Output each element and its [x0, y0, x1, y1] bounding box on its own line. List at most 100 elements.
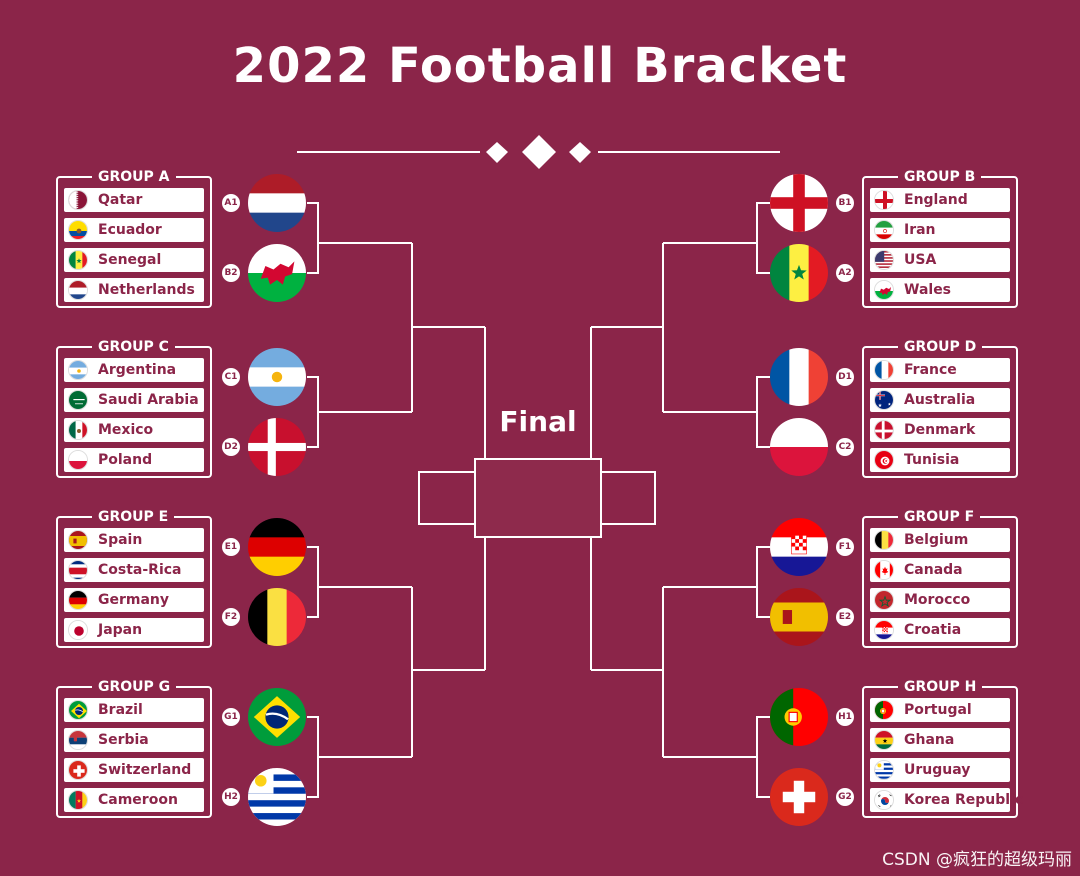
spain-flag-icon — [68, 530, 88, 550]
team-row: Uruguay — [870, 758, 1010, 782]
seed-badge: H2 — [222, 788, 240, 806]
team-name: Mexico — [98, 422, 154, 438]
team-name: Costa-Rica — [98, 562, 182, 578]
denmark-flag-icon — [248, 418, 306, 476]
team-row: Spain — [64, 528, 204, 552]
team-row: Senegal — [64, 248, 204, 272]
portugal-flag-icon — [874, 700, 894, 720]
qatar-flag-icon — [68, 190, 88, 210]
croatia-flag-icon — [770, 518, 828, 576]
team-row: Cameroon — [64, 788, 204, 812]
team-row: Serbia — [64, 728, 204, 752]
team-row: Argentina — [64, 358, 204, 382]
team-row: Korea Republic — [870, 788, 1023, 812]
brazil-flag-icon — [248, 688, 306, 746]
seed-badge: A1 — [222, 194, 240, 212]
team-name: France — [904, 362, 957, 378]
watermark: CSDN @疯狂的超级玛丽 — [882, 850, 1072, 870]
team-name: Ecuador — [98, 222, 162, 238]
group-label: GROUP C — [92, 338, 175, 356]
semifinal-right-box — [600, 471, 656, 525]
morocco-flag-icon — [874, 590, 894, 610]
australia-flag-icon — [874, 390, 894, 410]
wales-flag-icon — [874, 280, 894, 300]
team-row: Costa-Rica — [64, 558, 204, 582]
seed-badge: C1 — [222, 368, 240, 386]
seed-badge: G2 — [836, 788, 854, 806]
team-name: Ghana — [904, 732, 955, 748]
team-name: Brazil — [98, 702, 143, 718]
seed-badge: F1 — [836, 538, 854, 556]
team-name: Switzerland — [98, 762, 192, 778]
page-title: 2022 Football Bracket — [232, 38, 848, 94]
uruguay-flag-icon — [874, 760, 894, 780]
team-row: Qatar — [64, 188, 204, 212]
team-row: Poland — [64, 448, 204, 472]
saudi-arabia-flag-icon — [68, 390, 88, 410]
team-row: Japan — [64, 618, 204, 642]
usa-flag-icon — [874, 250, 894, 270]
team-name: Qatar — [98, 192, 143, 208]
group-label: GROUP G — [92, 678, 177, 696]
team-name: Croatia — [904, 622, 962, 638]
poland-flag-icon — [770, 418, 828, 476]
seed-badge: H1 — [836, 708, 854, 726]
team-name: Canada — [904, 562, 963, 578]
england-flag-icon — [770, 174, 828, 232]
team-row: USA — [870, 248, 1010, 272]
seed-badge: A2 — [836, 264, 854, 282]
team-row: Ecuador — [64, 218, 204, 242]
argentina-flag-icon — [248, 348, 306, 406]
poland-flag-icon — [68, 450, 88, 470]
team-name: Wales — [904, 282, 952, 298]
korea-republic-flag-icon — [874, 790, 894, 810]
team-row: France — [870, 358, 1010, 382]
france-flag-icon — [770, 348, 828, 406]
ecuador-flag-icon — [68, 220, 88, 240]
team-name: Spain — [98, 532, 143, 548]
team-row: Belgium — [870, 528, 1010, 552]
seed-badge: D2 — [222, 438, 240, 456]
team-row: Germany — [64, 588, 204, 612]
wales-flag-icon — [248, 244, 306, 302]
team-name: England — [904, 192, 968, 208]
team-row: Mexico — [64, 418, 204, 442]
ghana-flag-icon — [874, 730, 894, 750]
team-name: Argentina — [98, 362, 177, 378]
group-label: GROUP E — [92, 508, 175, 526]
team-name: Germany — [98, 592, 170, 608]
group-label: GROUP B — [898, 168, 982, 186]
portugal-flag-icon — [770, 688, 828, 746]
final-box — [474, 458, 602, 538]
germany-flag-icon — [68, 590, 88, 610]
england-flag-icon — [874, 190, 894, 210]
team-row: Tunisia — [870, 448, 1010, 472]
team-name: Denmark — [904, 422, 976, 438]
team-row: Canada — [870, 558, 1010, 582]
team-row: Morocco — [870, 588, 1010, 612]
seed-badge: E2 — [836, 608, 854, 626]
mexico-flag-icon — [68, 420, 88, 440]
team-row: Portugal — [870, 698, 1010, 722]
team-row: Australia — [870, 388, 1010, 412]
seed-badge: E1 — [222, 538, 240, 556]
team-name: Australia — [904, 392, 976, 408]
diamond-small-right — [569, 142, 591, 163]
canada-flag-icon — [874, 560, 894, 580]
group-label: GROUP D — [898, 338, 983, 356]
netherlands-flag-icon — [248, 174, 306, 232]
team-name: Netherlands — [98, 282, 195, 298]
group-label: GROUP H — [898, 678, 983, 696]
belgium-flag-icon — [874, 530, 894, 550]
group-label: GROUP A — [92, 168, 176, 186]
seed-badge: G1 — [222, 708, 240, 726]
serbia-flag-icon — [68, 730, 88, 750]
semifinal-left-box — [418, 471, 476, 525]
team-name: Saudi Arabia — [98, 392, 199, 408]
group-label: GROUP F — [898, 508, 981, 526]
